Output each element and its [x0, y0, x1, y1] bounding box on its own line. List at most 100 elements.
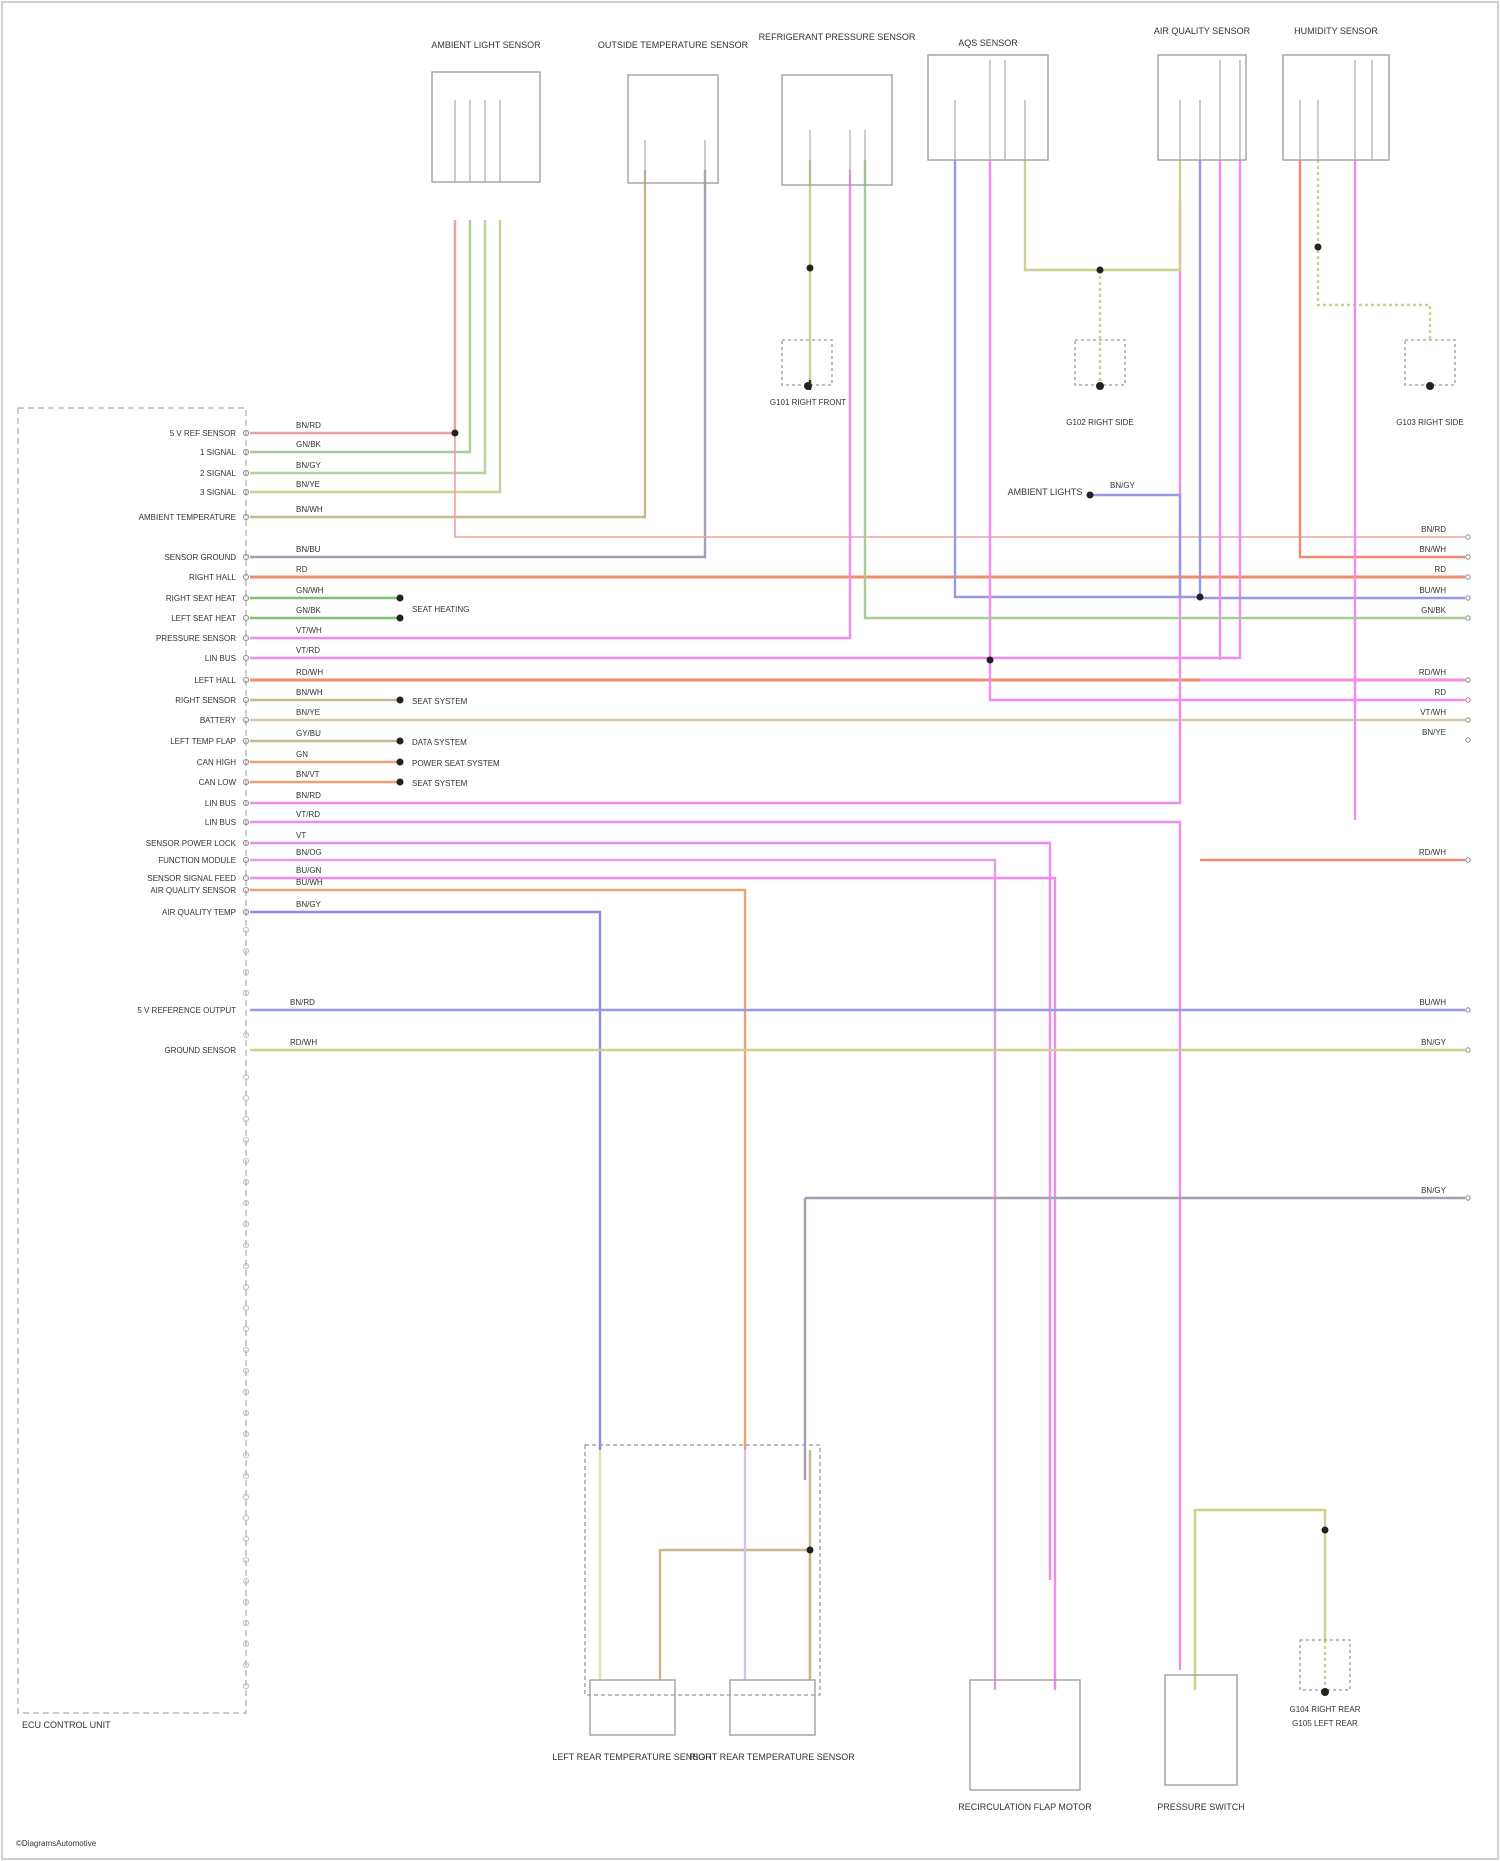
ref-seat-system: SEAT SYSTEM — [412, 697, 468, 706]
footer-label: ©DiagramsAutomotive — [16, 1839, 97, 1848]
wire-red-sunrefline — [455, 433, 1465, 537]
lr-temp-box — [590, 1680, 675, 1735]
wire-sun-3 — [250, 220, 485, 473]
wire-code: BN/GY — [296, 900, 322, 909]
ecu-pin-label: SENSOR SIGNAL FEED — [147, 874, 236, 883]
wire-ps-1 — [1195, 1510, 1325, 1690]
wire-code: VT/RD — [296, 810, 320, 819]
ecu-pin — [244, 876, 249, 881]
outside-temp-label: OUTSIDE TEMPERATURE SENSOR — [598, 40, 749, 50]
ecu-pin-label: LEFT SEAT HEAT — [171, 614, 236, 623]
ground-g5: G105 LEFT REAR — [1292, 1719, 1358, 1728]
right-edge-labels: BN/RDBN/WHRDBU/WHGN/BKRD/WHRDVT/WHBN/YER… — [1419, 525, 1470, 1200]
right-wire-code: RD/WH — [1419, 668, 1446, 677]
wire-code: VT/WH — [296, 626, 322, 635]
ecu-pin-label: RIGHT SENSOR — [175, 696, 236, 705]
right-wire-code: BN/RD — [1421, 525, 1446, 534]
wire-lin1 — [250, 160, 1240, 658]
ecu-pin-label: LIN BUS — [205, 654, 236, 663]
wire-code: BN/BU — [296, 545, 321, 554]
ecu-pin-unused — [244, 1306, 249, 1311]
wire-signalfeed — [250, 878, 1055, 1690]
ground-g1: G101 RIGHT FRONT — [770, 398, 846, 407]
wire-lin3 — [250, 822, 1180, 1670]
ecu-pin-label: LIN BUS — [205, 799, 236, 808]
ref-seat-heating: SEAT HEATING — [412, 605, 469, 614]
ref-seat-system-2: SEAT SYSTEM — [412, 779, 468, 788]
ref-power-seat: POWER SEAT SYSTEM — [412, 759, 500, 768]
ground-g4: G104 RIGHT REAR — [1290, 1705, 1361, 1714]
air-quality-box — [1158, 55, 1246, 160]
wire-sun-1 — [250, 220, 455, 433]
wires — [250, 160, 1465, 1695]
ecu-pin-label: LEFT TEMP FLAP — [170, 737, 236, 746]
sun-sensor-box — [432, 72, 540, 182]
wire-code: GN — [296, 750, 308, 759]
humidity-box — [1283, 55, 1389, 160]
right-wire-code: GN/BK — [1421, 606, 1447, 615]
component-labels: AMBIENT LIGHT SENSOR OUTSIDE TEMPERATURE… — [431, 26, 1378, 1812]
right-wire-code: BN/GY — [1421, 1186, 1447, 1195]
ambient-code: BN/GY — [1110, 481, 1136, 490]
temp-sensors-enclosure — [585, 1445, 820, 1695]
wire-aqs-sig — [250, 890, 745, 1450]
wire-code: BN/VT — [296, 770, 320, 779]
ecu-pin-column: 5 V REF SENSOR1 SIGNAL2 SIGNAL3 SIGNALAM… — [137, 429, 248, 1689]
ecu-pin-label: SENSOR GROUND — [164, 553, 236, 562]
wire-code: BN/RD — [296, 791, 321, 800]
sun-sensor-label: AMBIENT LIGHT SENSOR — [431, 40, 541, 50]
ground-g3: G103 RIGHT SIDE — [1396, 418, 1463, 427]
wire-lin2 — [250, 200, 1180, 803]
ecu-pin-label: BATTERY — [200, 716, 237, 725]
wire-code: RD/WH — [296, 668, 323, 677]
top-components — [432, 55, 1455, 1790]
right-wire-code: BN/WH — [1419, 545, 1446, 554]
wire-pressure — [250, 170, 850, 638]
wire-lr-2 — [660, 1550, 810, 1680]
wire-code: BN/RD — [290, 998, 315, 1007]
aqs-label: AQS SENSOR — [958, 38, 1018, 48]
ecu-label: ECU CONTROL UNIT — [22, 1720, 111, 1730]
ecu-pin — [244, 596, 249, 601]
right-connector-pin — [1466, 858, 1470, 862]
wire-function — [250, 860, 995, 1690]
aqs-box — [928, 55, 1048, 160]
ecu-pin-label: 5 V REF SENSOR — [170, 429, 236, 438]
right-connector-pin — [1466, 616, 1470, 620]
pressure-bottom-box — [1165, 1675, 1237, 1785]
right-connector-pin — [1466, 575, 1470, 579]
wire-code: RD — [296, 565, 308, 574]
wire-code: RD/WH — [290, 1038, 317, 1047]
wire-code: GY/BU — [296, 729, 321, 738]
pressure-sensor-box — [782, 75, 892, 185]
ecu-pin-label: 5 V REFERENCE OUTPUT — [137, 1006, 236, 1015]
ecu-pin-label: RIGHT SEAT HEAT — [166, 594, 236, 603]
wire-code: BN/YE — [296, 708, 320, 717]
ecu-pin-label: LEFT HALL — [194, 676, 236, 685]
wire-code: GN/BK — [296, 606, 322, 615]
ground-g2: G102 RIGHT SIDE — [1066, 418, 1133, 427]
ambient-lights-label: AMBIENT LIGHTS — [1008, 487, 1083, 497]
wire-code: BU/GN — [296, 866, 322, 875]
right-connector-pin — [1466, 1048, 1470, 1052]
right-connector-pin — [1466, 1008, 1470, 1012]
junctions — [397, 244, 1329, 1554]
recirc-box — [970, 1680, 1080, 1790]
component-pin-ticks — [455, 60, 1372, 185]
wire-code: GN/BK — [296, 440, 322, 449]
right-connector-pin — [1466, 596, 1470, 600]
wire-code: BN/YE — [296, 480, 320, 489]
ecu-pin-label: 1 SIGNAL — [200, 448, 237, 457]
pressure-bottom-label: PRESSURE SWITCH — [1157, 1802, 1245, 1812]
right-connector-pin — [1466, 678, 1470, 682]
ecu-pin-label: AMBIENT TEMPERATURE — [139, 513, 236, 522]
wire-hum-2 — [1318, 160, 1430, 340]
right-connector-pin — [1466, 718, 1470, 722]
rr-temp-box — [730, 1680, 815, 1735]
right-rear-temp-label: RIGHT REAR TEMPERATURE SENSOR — [689, 1752, 855, 1762]
ecu-pin-label: 3 SIGNAL — [200, 488, 237, 497]
wire-sensorpower — [250, 843, 1050, 1580]
ecu-pin-label: CAN HIGH — [197, 758, 236, 767]
